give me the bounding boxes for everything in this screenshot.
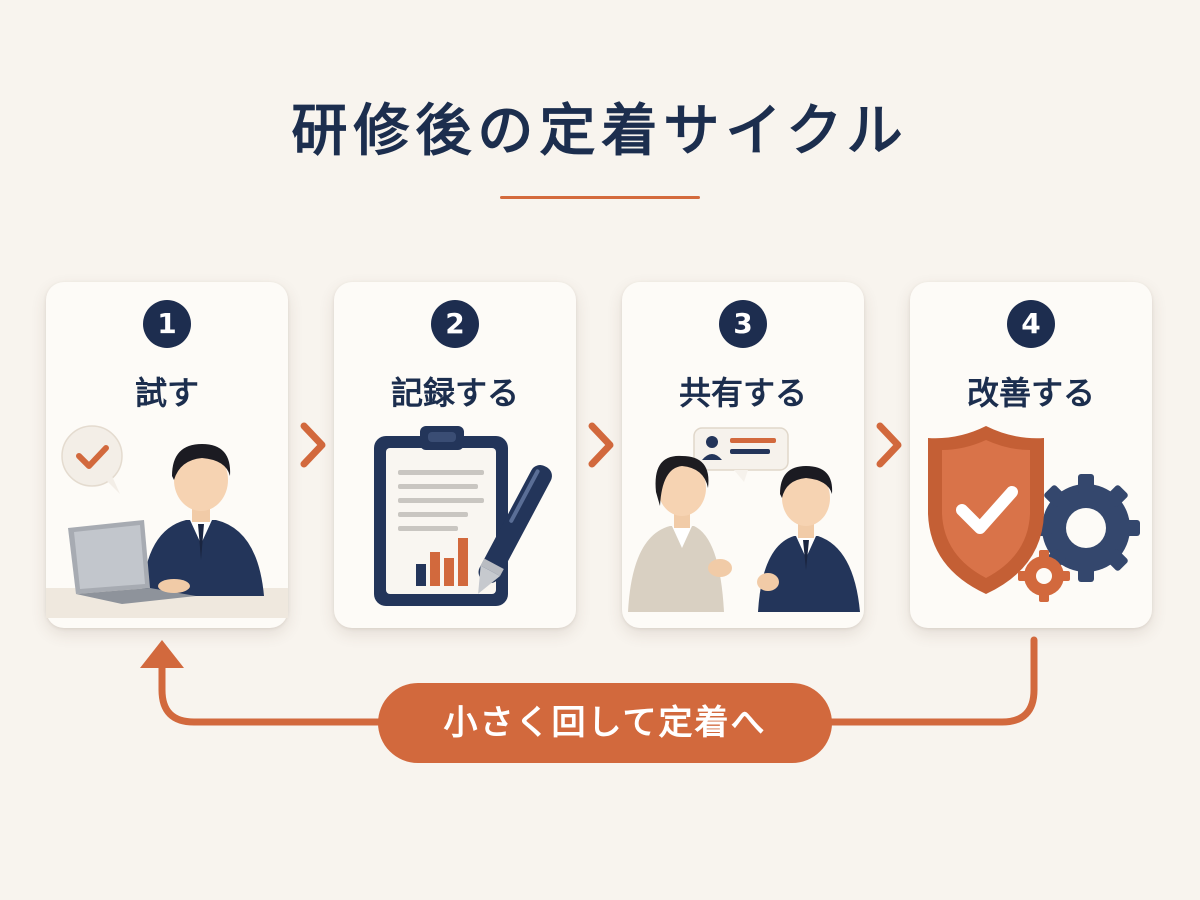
step-number-badge-3: 3: [719, 300, 767, 348]
check-speech-bubble-icon: [61, 425, 123, 494]
step-label-2: 記録する: [390, 374, 519, 412]
chevron-right-icon: [876, 422, 902, 468]
shield-and-gears-illustration: [928, 426, 1140, 602]
step-label-1: 試す: [134, 374, 199, 412]
step-number-badge-1: 1: [143, 300, 191, 348]
small-gear-icon: [1018, 550, 1070, 602]
arrow-up-icon: [140, 640, 184, 668]
step-card-3: 3 共有する: [622, 282, 864, 628]
title-underline: [500, 196, 700, 199]
page-title: 研修後の定着サイクル: [291, 99, 909, 164]
step-label-4: 改善する: [966, 374, 1095, 412]
chevron-right-icon: [300, 422, 326, 468]
businessman-figure: [142, 444, 264, 596]
step-card-1: 1 試す: [46, 282, 288, 628]
bar-chart-icon: [416, 538, 468, 586]
chevron-right-icon: [588, 422, 614, 468]
large-gear-icon: [1032, 474, 1140, 582]
pen-icon: [478, 465, 552, 594]
businesswoman-figure: [628, 455, 732, 612]
step-number-badge-4: 4: [1007, 300, 1055, 348]
businessman-figure: [757, 466, 860, 612]
step-number-badge-2: 2: [431, 300, 479, 348]
step-card-2: 2 記録する: [334, 282, 576, 628]
step-card-4: 4 改善する: [910, 282, 1152, 628]
shield-check-icon: [928, 426, 1044, 594]
laptop-icon: [68, 520, 196, 604]
step-label-3: 共有する: [678, 374, 807, 412]
clipboard-icon: [374, 426, 508, 606]
two-people-talking-illustration: [628, 427, 860, 612]
speech-bubble-profile-icon: [693, 427, 789, 482]
cycle-label-pill: 小さく回して定着へ: [378, 683, 832, 763]
clipboard-report-illustration: [374, 426, 552, 606]
person-at-laptop-illustration: [46, 425, 288, 618]
hand-shape: [158, 579, 190, 593]
